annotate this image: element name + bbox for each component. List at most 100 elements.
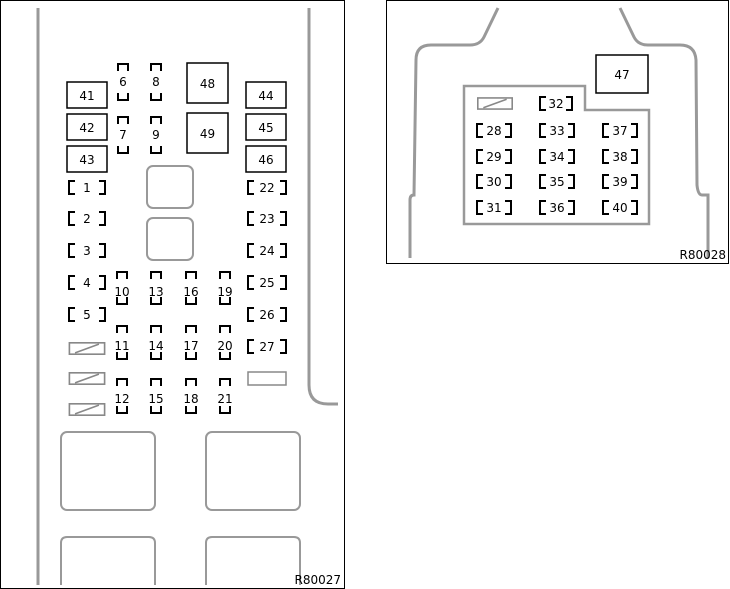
mini-fuse-19-label: 19 xyxy=(217,285,232,299)
fuse-24-socket xyxy=(247,243,287,258)
fuse-35-label: 35 xyxy=(549,175,564,189)
relay-42-label: 42 xyxy=(79,121,94,135)
fuse-30-label: 30 xyxy=(486,175,501,189)
fuse-1-socket xyxy=(68,180,106,195)
fuse-3-label: 3 xyxy=(83,244,91,258)
mini-fuse-11-socket xyxy=(116,325,128,360)
mini-fuse-12-socket xyxy=(116,378,128,414)
spare-slot-3 xyxy=(68,403,106,416)
fuse-39-label: 39 xyxy=(612,175,627,189)
relay-43-box xyxy=(66,145,108,173)
fuse-28-label: 28 xyxy=(486,124,501,138)
fuse-22-label: 22 xyxy=(259,181,274,195)
fuse-24-label: 24 xyxy=(259,244,274,258)
relay-41-label: 41 xyxy=(79,89,94,103)
fuse-40-label: 40 xyxy=(612,201,627,215)
fuse-1-label: 1 xyxy=(83,181,91,195)
large-block-upper-right xyxy=(205,431,301,511)
fuse-33-socket xyxy=(539,123,575,138)
fuse-30-socket xyxy=(476,174,512,189)
mini-fuse-8-label: 8 xyxy=(152,75,160,89)
mini-fuse-17-socket xyxy=(185,325,197,360)
relay-46-box xyxy=(245,145,287,173)
empty-slot-right xyxy=(247,371,287,386)
fuse-3-socket xyxy=(68,243,106,258)
figure-code-left: R80027 xyxy=(294,573,341,587)
mini-fuse-21-socket xyxy=(219,378,231,414)
left-fuse-panel: 41 42 43 44 45 46 48 49 6 7 8 9 1 2 xyxy=(0,0,345,589)
spare-slot-2 xyxy=(68,372,106,385)
fuse-25-label: 25 xyxy=(259,276,274,290)
empty-socket-lower xyxy=(146,217,194,261)
mini-fuse-18-label: 18 xyxy=(183,392,198,406)
relay-41-box xyxy=(66,81,108,109)
right-fuse-panel: 47 32 28 29 30 31 33 34 35 36 37 38 39 4… xyxy=(386,0,729,264)
relay-45-box xyxy=(245,113,287,141)
right-housing-outline xyxy=(408,7,710,258)
mini-fuse-6-label: 6 xyxy=(119,75,127,89)
mini-fuse-17-label: 17 xyxy=(183,339,198,353)
mini-fuse-19-socket xyxy=(219,271,231,305)
fuse-5-socket xyxy=(68,307,106,322)
mini-fuse-20-socket xyxy=(219,325,231,360)
spare-slot-right-panel xyxy=(477,97,513,110)
mini-fuse-9-socket xyxy=(150,116,162,154)
fuse-39-socket xyxy=(602,174,638,189)
fuse-34-socket xyxy=(539,149,575,164)
fuse-34-label: 34 xyxy=(549,150,564,164)
fuse-36-label: 36 xyxy=(549,201,564,215)
mini-fuse-20-label: 20 xyxy=(217,339,232,353)
spare-slot-1 xyxy=(68,342,106,355)
fuse-37-socket xyxy=(602,123,638,138)
fuse-2-socket xyxy=(68,211,106,226)
relay-48-box xyxy=(186,62,229,104)
large-block-upper-left xyxy=(60,431,156,511)
fuse-40-socket xyxy=(602,200,638,215)
right-panel-frame xyxy=(386,0,729,264)
relay-43-label: 43 xyxy=(79,153,94,167)
relay-44-label: 44 xyxy=(258,89,273,103)
mini-fuse-13-socket xyxy=(150,271,162,305)
mini-fuse-7-label: 7 xyxy=(119,128,127,142)
relay-45-label: 45 xyxy=(258,121,273,135)
fuse-4-label: 4 xyxy=(83,276,91,290)
mini-fuse-10-socket xyxy=(116,271,128,305)
mini-fuse-18-socket xyxy=(185,378,197,414)
mini-fuse-14-socket xyxy=(150,325,162,360)
fuse-23-socket xyxy=(247,211,287,226)
fuse-25-socket xyxy=(247,275,287,290)
mini-fuse-12-label: 12 xyxy=(114,392,129,406)
mini-fuse-16-label: 16 xyxy=(183,285,198,299)
fuse-27-label: 27 xyxy=(259,340,274,354)
relay-46-label: 46 xyxy=(258,153,273,167)
relay-48-label: 48 xyxy=(200,77,215,91)
fuse-26-label: 26 xyxy=(259,308,274,322)
fuse-31-label: 31 xyxy=(486,201,501,215)
mini-fuse-11-label: 11 xyxy=(114,339,129,353)
fuse-26-socket xyxy=(247,307,287,322)
mini-fuse-10-label: 10 xyxy=(114,285,129,299)
empty-socket-upper xyxy=(146,165,194,209)
right-housing-edge xyxy=(307,8,338,406)
fuse-38-socket xyxy=(602,149,638,164)
mini-fuse-21-label: 21 xyxy=(217,392,232,406)
fuse-block-outline xyxy=(462,84,651,226)
fuse-27-socket xyxy=(247,339,287,354)
fuse-5-label: 5 xyxy=(83,308,91,322)
mini-fuse-15-socket xyxy=(150,378,162,414)
mini-fuse-13-label: 13 xyxy=(148,285,163,299)
mini-fuse-6-socket xyxy=(117,63,129,101)
fuse-29-label: 29 xyxy=(486,150,501,164)
mini-fuse-16-socket xyxy=(185,271,197,305)
fuse-33-label: 33 xyxy=(549,124,564,138)
relay-44-box xyxy=(245,81,287,109)
large-block-lower-left xyxy=(60,536,156,585)
relay-47-label: 47 xyxy=(614,68,629,82)
mini-fuse-9-label: 9 xyxy=(152,128,160,142)
relay-49-box xyxy=(186,112,229,154)
relay-47-box xyxy=(595,54,649,94)
fuse-32-label: 32 xyxy=(548,97,563,111)
fuse-23-label: 23 xyxy=(259,212,274,226)
fuse-37-label: 37 xyxy=(612,124,627,138)
